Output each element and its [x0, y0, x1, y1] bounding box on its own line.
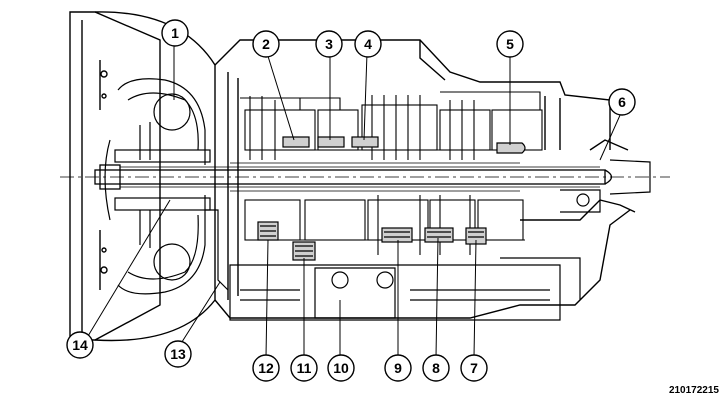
- lower-bushings: [257, 221, 487, 261]
- callout-4: 4: [354, 30, 382, 58]
- seal-2: [282, 136, 310, 148]
- bushing-9: [381, 227, 413, 243]
- svg-text:11: 11: [297, 360, 312, 376]
- callout-9: 9: [384, 354, 412, 382]
- bushing-8: [424, 227, 454, 243]
- seal-5: [496, 142, 526, 154]
- seal-3: [317, 136, 345, 148]
- svg-text:9: 9: [394, 360, 402, 376]
- bell-housing: [69, 11, 216, 342]
- callout-14: 14: [66, 331, 94, 359]
- svg-text:8: 8: [432, 360, 440, 376]
- svg-text:13: 13: [170, 346, 186, 362]
- callout-12: 12: [252, 354, 280, 382]
- transmission-case: [214, 39, 636, 319]
- valve-body: [205, 209, 581, 321]
- svg-text:7: 7: [470, 360, 478, 376]
- upper-seals: [282, 136, 526, 154]
- svg-text:1: 1: [171, 25, 179, 41]
- rear-extension: [560, 159, 651, 213]
- callout-1: 1: [161, 19, 189, 47]
- callout-2: 2: [252, 30, 280, 58]
- svg-text:10: 10: [333, 360, 349, 376]
- seal-4: [351, 136, 379, 148]
- svg-text:3: 3: [325, 36, 333, 52]
- callout-10: 10: [327, 354, 355, 382]
- callout-7: 7: [460, 354, 488, 382]
- callout-6: 6: [608, 88, 636, 116]
- svg-text:5: 5: [506, 36, 514, 52]
- figure-id: 210172215: [668, 385, 719, 396]
- svg-text:12: 12: [258, 360, 274, 376]
- leader-lines: [84, 46, 622, 358]
- callout-3: 3: [315, 30, 343, 58]
- lower-gear-train: [244, 195, 525, 255]
- svg-text:14: 14: [72, 337, 88, 353]
- callout-11: 11: [290, 354, 318, 382]
- torque-converter: [104, 78, 211, 295]
- upper-gear-train: [240, 91, 543, 160]
- callout-8: 8: [422, 354, 450, 382]
- svg-text:6: 6: [618, 94, 626, 110]
- callout-5: 5: [496, 30, 524, 58]
- callouts: 1 2 3 4 5 6 7 8 9 10 11 12 13 14: [66, 19, 636, 382]
- svg-text:2: 2: [262, 36, 270, 52]
- callout-13: 13: [164, 340, 192, 368]
- svg-text:4: 4: [364, 36, 372, 52]
